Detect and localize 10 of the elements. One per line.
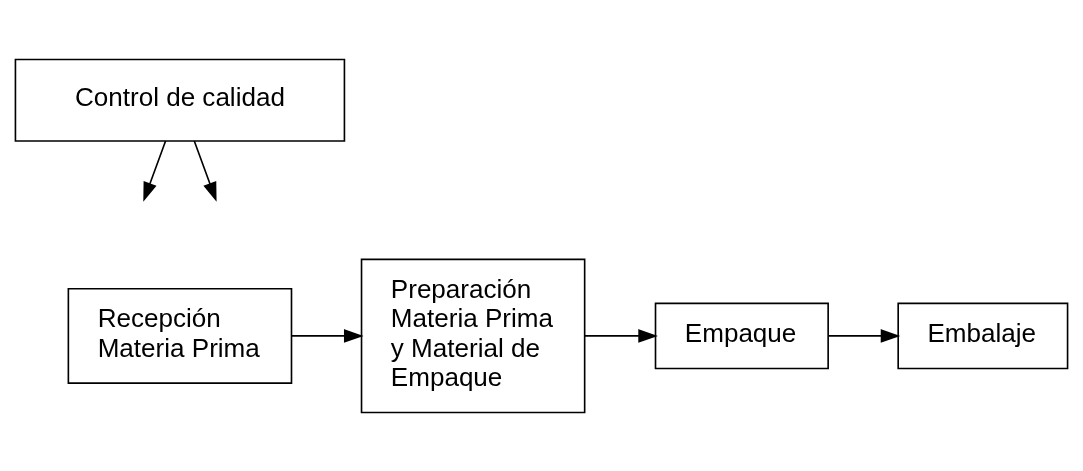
arrow: [827, 328, 901, 343]
arrow: [143, 139, 167, 202]
arrow: [584, 328, 658, 343]
node-box: Recepción Materia Prima: [67, 287, 293, 384]
arrow: [193, 139, 217, 202]
node-box: Control de calidad: [14, 58, 346, 142]
node-box: Embalaje: [897, 302, 1069, 369]
node-box: Preparación Materia Prima y Material de Empaque: [360, 258, 586, 413]
arrow: [290, 328, 364, 343]
node-box: Empaque: [654, 302, 829, 369]
